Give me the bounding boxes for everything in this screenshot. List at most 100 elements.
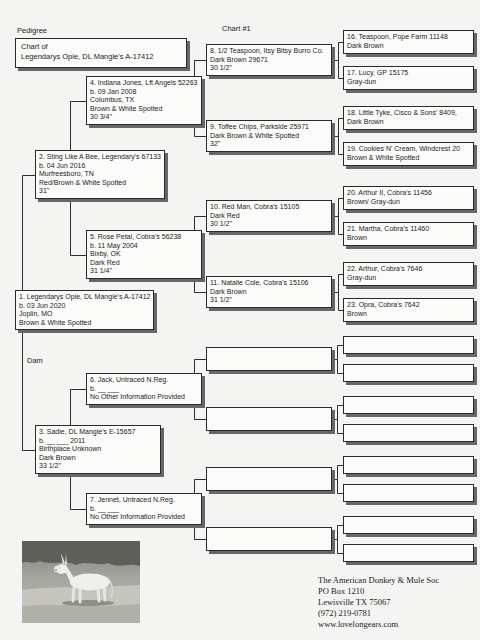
pedigree-box: 4. Indiana Jones, Lft Angels 52263b. 09 … — [86, 76, 202, 125]
pedigree-line — [71, 102, 87, 151]
empty-box — [344, 337, 474, 354]
animal-detail: Brown & White Spotted — [347, 154, 470, 163]
pedigree-box: 20. Arthur II, Cobra's 11456Brown/ Gray-… — [343, 186, 474, 210]
animal-name: 22. Arthur, Cobra's 7646 — [347, 265, 470, 274]
animal-detail: Dark Brown 29671 — [210, 56, 328, 65]
animal-detail: b. __ ___ 2011 — [39, 437, 157, 446]
animal-detail: Columbus, TX — [90, 96, 198, 105]
pedigree-line — [71, 390, 87, 426]
pedigree-box: 19. Cookies N' Cream, Windcrest 20Brown … — [343, 142, 474, 166]
animal-detail: Dark Brown — [347, 118, 470, 127]
animal-detail: Brown/ Gray-dun — [347, 198, 470, 207]
animal-name: 16. Teaspoon, Pope Farm 11148 — [347, 33, 470, 42]
animal-detail: 33 1/2" — [39, 462, 157, 471]
animal-detail: Dark Brown & White Spotted — [210, 132, 328, 141]
animal-detail: 30 1/2" — [210, 220, 328, 229]
animal-detail: Brown & White Spotted — [19, 319, 150, 328]
animal-detail: b. __ ___ — [90, 385, 198, 394]
donkey-photo — [22, 541, 140, 623]
animal-detail: Joplin, MO — [19, 310, 150, 319]
animal-detail: 31" — [39, 187, 161, 196]
pedigree-line — [332, 43, 343, 61]
animal-name: 8. 1/2 Teaspoon, Itsy Bitsy Burro Co. — [210, 47, 328, 56]
pedigree-line — [338, 360, 344, 374]
pedigree-box: 3. Sadie, DL Mangie's E-15657b. __ ___ 2… — [35, 425, 161, 474]
pedigree-box: 8. 1/2 Teaspoon, Itsy Bitsy Burro Co.Dar… — [206, 44, 332, 76]
animal-detail: Brown — [347, 310, 470, 319]
pedigree-line — [332, 199, 343, 217]
empty-box — [344, 517, 474, 534]
address-line: Lewisville TX 75067 — [318, 597, 391, 608]
pedigree-box: 17. Lucy, GP 15175Gray-dun — [343, 66, 474, 90]
animal-detail: 30 3/4" — [90, 113, 198, 122]
animal-name: 11. Natalie Cole, Cobra's 15106 — [210, 279, 328, 288]
animal-name: 6. Jack, Untraced N.Reg. — [90, 376, 198, 385]
pedigree-box: 5. Rose Petal, Cobra's 56238b. 11 May 20… — [86, 230, 202, 279]
animal-detail: 31 1/4" — [90, 267, 198, 276]
animal-name: 3. Sadie, DL Mangie's E-15657 — [39, 428, 157, 437]
animal-detail: b. 09 Jan 2008 — [90, 88, 198, 97]
pedigree-box: 2. Sting Like A Bee, Legendary's 67133b.… — [35, 150, 165, 199]
pedigree-box: 7. Jennet, Untraced N.Reg.b. __ ___No Ot… — [86, 493, 202, 525]
empty-box — [207, 348, 332, 371]
animal-detail: Birthplace Unknown — [39, 445, 157, 454]
address-line: The American Donkey & Mule Soc — [318, 575, 439, 586]
empty-box — [344, 425, 474, 442]
pedigree-line — [332, 137, 343, 155]
empty-box — [207, 468, 332, 491]
pedigree-line — [23, 330, 36, 451]
animal-detail: b. 11 May 2004 — [90, 242, 198, 251]
animal-detail: Red/Brown & White Spotted — [39, 179, 161, 188]
pedigree-line — [195, 279, 207, 293]
empty-box — [344, 397, 474, 414]
empty-box — [344, 545, 474, 562]
animal-detail: Brown — [347, 234, 470, 243]
animal-detail: 31 1/2" — [210, 296, 328, 305]
dam-label: Dam — [27, 356, 43, 365]
pedigree-line — [338, 540, 344, 554]
animal-detail: 32" — [210, 140, 328, 149]
pedigree-line — [195, 125, 207, 137]
address-line: PO Box 1210 — [318, 586, 364, 597]
address-line: www.lovelongears.com — [318, 619, 398, 630]
pedigree-line — [338, 480, 344, 494]
pedigree-line — [338, 420, 344, 434]
pedigree-box: 22. Arthur, Cobra's 7646Gray-dun — [343, 262, 474, 286]
animal-detail: Dark Brown — [210, 288, 328, 297]
animal-detail: Gray-dun — [347, 78, 470, 87]
pedigree-box: 11. Natalie Cole, Cobra's 15106Dark Brow… — [206, 276, 332, 308]
pedigree-line — [332, 275, 343, 293]
pedigree-line — [332, 61, 343, 79]
pedigree-line — [71, 199, 87, 256]
animal-detail: Brown & White Spotted — [90, 105, 198, 114]
animal-detail: Dark Brown — [39, 454, 157, 463]
chart-number: Chart #1 — [222, 24, 251, 33]
animal-name: 23. Opra, Cobra's 7642 — [347, 301, 470, 310]
animal-name: 10. Red Man, Cobra's 15105 — [210, 203, 328, 212]
animal-detail: No Other Information Provided — [90, 513, 198, 522]
pedigree-box: 23. Opra, Cobra's 7642Brown — [343, 298, 474, 322]
pedigree-line — [332, 119, 343, 137]
pedigree-line — [332, 217, 343, 235]
animal-detail: b. 04 Jun 2016 — [39, 162, 161, 171]
chart-heading: Chart of — [21, 42, 181, 52]
pedigree-box: 16. Teaspoon, Pope Farm 11148Dark Brown — [343, 30, 474, 54]
pedigree-line — [195, 61, 207, 77]
animal-name: 21. Martha, Cobra's 11460 — [347, 225, 470, 234]
empty-box — [344, 365, 474, 382]
empty-box — [344, 485, 474, 502]
animal-detail: Dark Red — [90, 259, 198, 268]
pedigree-box: 10. Red Man, Cobra's 15105Dark Red30 1/2… — [206, 200, 332, 232]
animal-name: 20. Arthur II, Cobra's 11456 — [347, 189, 470, 198]
chart-title: Pedigree — [17, 26, 47, 35]
animal-name: 18. Little Tyke, Cisco & Sons' 8409, — [347, 109, 470, 118]
pedigree-box: 21. Martha, Cobra's 11460Brown — [343, 222, 474, 246]
empty-box — [344, 457, 474, 474]
animal-detail: Murfreesboro, TN — [39, 170, 161, 179]
animal-name: 9. Toffee Chips, Parkside 25971 — [210, 123, 328, 132]
pedigree-line — [332, 293, 343, 311]
animal-name: Legendarys Opie, DL Mangie's A-17412 — [21, 52, 181, 62]
animal-detail: Gray-dun — [347, 274, 470, 283]
title-box: Chart ofLegendarys Opie, DL Mangie's A-1… — [15, 38, 187, 68]
pedigree-line — [71, 474, 87, 510]
